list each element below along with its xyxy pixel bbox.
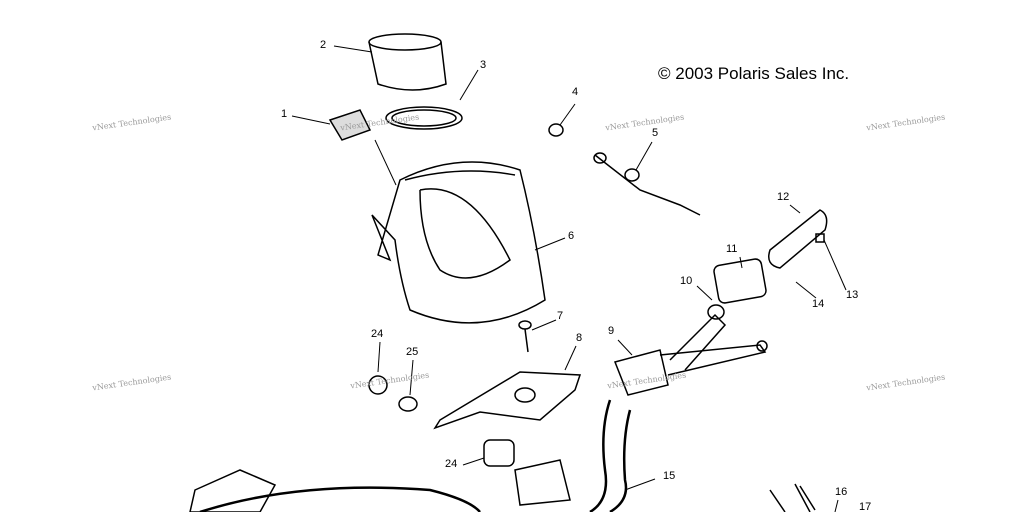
callout-10: 10 xyxy=(680,275,693,287)
callout-7: 7 xyxy=(557,310,564,322)
callout-16: 16 xyxy=(835,486,848,498)
part-6-headlight-pod xyxy=(371,161,546,324)
callout-8: 8 xyxy=(576,332,583,344)
part-15-handlebar xyxy=(199,399,632,512)
callout-6: 6 xyxy=(568,230,575,242)
left-switch xyxy=(189,469,277,512)
leader-lines xyxy=(291,45,847,512)
callout-13: 13 xyxy=(846,289,859,301)
part-10-bushing xyxy=(707,304,725,320)
part-8-bracket xyxy=(433,371,582,430)
callout-3: 3 xyxy=(480,59,487,71)
callout-15: 15 xyxy=(663,470,676,482)
callout-24-lower: 24 xyxy=(445,458,458,470)
part-5-cable xyxy=(593,152,701,216)
callout-9: 9 xyxy=(608,325,615,337)
callout-14: 14 xyxy=(812,298,825,310)
part-12-grip xyxy=(768,209,828,269)
part-4-nut xyxy=(548,123,564,137)
part-3-ring xyxy=(385,106,463,130)
callout-24: 24 xyxy=(371,328,384,340)
handlebar-clamp xyxy=(514,459,571,506)
part-24-connector-lower xyxy=(483,439,515,467)
part-9-brake-lever xyxy=(613,313,768,396)
callout-1: 1 xyxy=(281,108,288,120)
part-11-housing xyxy=(713,258,767,304)
callout-25: 25 xyxy=(406,346,419,358)
part-1-switch xyxy=(328,109,372,141)
part-16-17-throttle xyxy=(769,483,816,512)
part-13-screw xyxy=(815,233,825,243)
callout-11: 11 xyxy=(726,243,738,255)
part-7-bolt xyxy=(518,320,532,353)
part-25-nut xyxy=(398,396,418,412)
callout-4: 4 xyxy=(572,86,579,98)
part-24-connector xyxy=(368,375,388,395)
callout-17: 17 xyxy=(859,501,872,512)
copyright-notice: © 2003 Polaris Sales Inc. xyxy=(658,64,850,83)
callout-12: 12 xyxy=(777,191,790,203)
callout-2: 2 xyxy=(320,39,327,51)
part-2-sleeve xyxy=(368,33,447,91)
callout-5: 5 xyxy=(652,127,659,139)
